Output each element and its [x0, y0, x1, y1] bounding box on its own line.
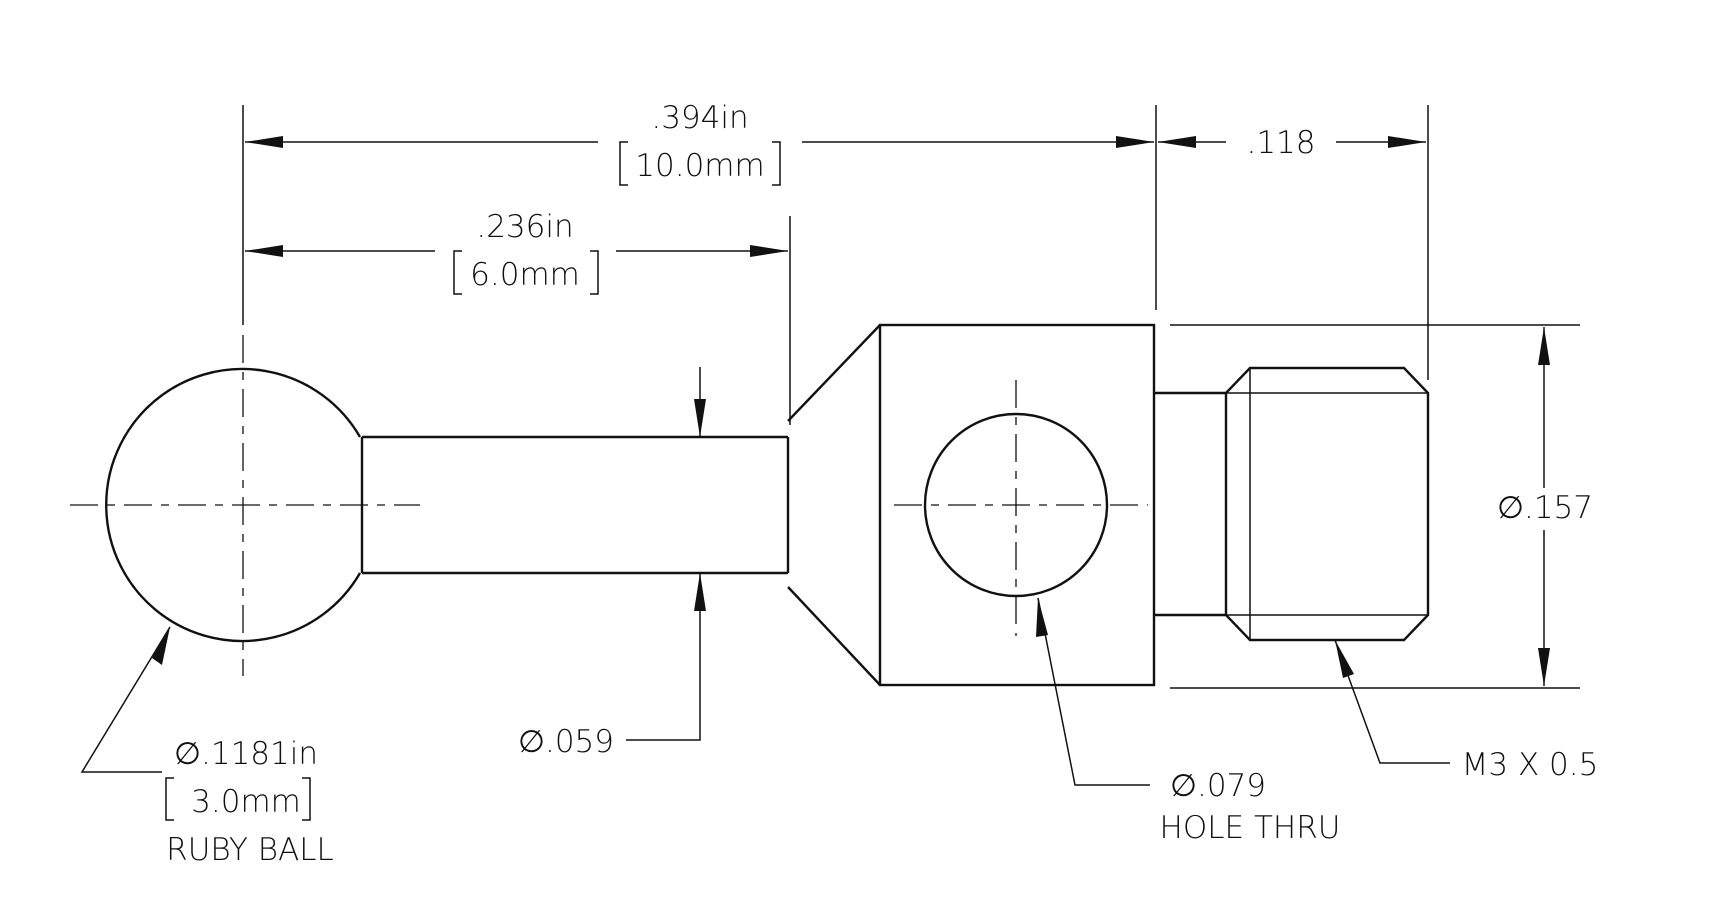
dim-236-mm: 6.0mm	[470, 257, 580, 293]
dim-overall-inch: .394in	[651, 100, 748, 136]
dim-overall-bracket-right	[772, 141, 781, 186]
arrow-157-bottom	[1538, 648, 1550, 686]
ball-callout-dia: ∅.1181in	[174, 736, 318, 772]
dimension-text: .394in 10.0mm .118 .236in 6.0mm ∅.157 ∅.…	[165, 100, 1599, 868]
ball-callout-mm: 3.0mm	[191, 784, 301, 820]
part-outline	[105, 323, 1430, 687]
arrow-thread-callout	[1335, 640, 1354, 678]
dimension-lines	[80, 136, 1550, 786]
arrow-overall-right	[1116, 136, 1154, 148]
cone-top-edge	[787, 324, 881, 422]
dim-059-leader	[626, 573, 701, 741]
arrow-236-right	[750, 245, 788, 257]
dim-157-text: ∅.157	[1497, 490, 1593, 526]
hole-leader	[1037, 597, 1150, 786]
ball-callout-bracket-right	[302, 777, 311, 821]
dim-overall-mm: 10.0mm	[635, 148, 764, 184]
dim-059-text: ∅.059	[518, 724, 614, 760]
dim-236-bracket-left	[453, 250, 462, 295]
arrow-059-top	[694, 399, 706, 437]
hole-callout-dia: ∅.079	[1170, 768, 1266, 804]
arrow-thread-right	[1388, 136, 1426, 148]
arrow-157-top	[1538, 327, 1550, 365]
arrow-thread-left	[1158, 136, 1196, 148]
arrow-ball	[152, 627, 170, 665]
arrow-overall-left	[245, 136, 283, 148]
center-lines	[70, 335, 1148, 676]
thread-callout: M3 X 0.5	[1462, 747, 1599, 783]
body-block	[878, 323, 1156, 687]
ball-callout-note: RUBY BALL	[166, 832, 334, 868]
thread-leader	[1334, 639, 1450, 764]
ruby-ball-outline	[105, 367, 362, 643]
thread-outline	[1224, 366, 1430, 642]
arrow-hole	[1036, 598, 1048, 637]
hole-callout-note: HOLE THRU	[1160, 810, 1341, 846]
arrow-236-left	[245, 245, 283, 257]
dim-thread-length: .118	[1246, 125, 1315, 161]
extension-lines	[242, 105, 1580, 689]
ball-callout-bracket-left	[165, 777, 174, 821]
dim-236-inch: .236in	[476, 209, 573, 245]
dim-236-bracket-right	[590, 250, 599, 295]
ball-leader	[80, 626, 171, 773]
cone-bottom-edge	[787, 586, 881, 686]
dim-overall-bracket-left	[619, 141, 628, 186]
